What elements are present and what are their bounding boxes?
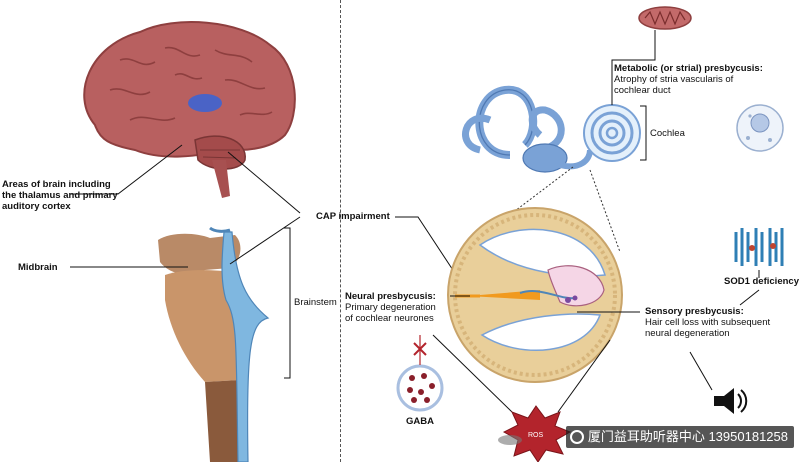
ros-label: ROS <box>528 432 544 439</box>
watermark-text: 厦门益耳助听器中心 13950181258 <box>587 429 788 444</box>
metabolic-desc-line-1: Atrophy of stria vascularis of <box>614 74 734 85</box>
cochlea-label: Cochlea <box>650 128 685 139</box>
neural-desc-line-2: of cochlear neurones <box>345 313 434 324</box>
brainstem-icon <box>158 226 270 462</box>
inner-ear-icon <box>462 85 641 173</box>
cap-impairment-label: CAP impairment <box>316 211 390 222</box>
ros-burst-icon <box>498 405 572 462</box>
gaba-vesicle-icon <box>396 364 444 412</box>
watermark-logo-icon <box>569 430 584 444</box>
cell-icon <box>736 104 784 152</box>
speaker-icon <box>714 388 748 414</box>
watermark: 厦门益耳助听器中心 13950181258 <box>565 426 794 448</box>
brain-areas-label: Areas of brain including the thalamus an… <box>2 179 118 212</box>
brain-areas-line-3: auditory cortex <box>2 201 71 212</box>
neural-title: Neural presbycusis: <box>345 291 436 302</box>
neural-presbycusis-label: Neural presbycusis: Primary degeneration… <box>345 291 436 324</box>
panel-divider <box>340 0 341 462</box>
metabolic-desc-line-2: cochlear duct <box>614 85 671 96</box>
sensory-title: Sensory presbycusis: <box>645 306 744 317</box>
brain-areas-line-2: the thalamus and primary <box>2 190 118 201</box>
inhibition-x-icon <box>413 342 427 356</box>
brain-icon <box>83 21 296 198</box>
sensory-desc-line-2: neural degeneration <box>645 328 730 339</box>
cochlea-cross-section-icon <box>447 207 623 383</box>
midbrain-label: Midbrain <box>18 262 58 273</box>
sod1-protein-icon <box>732 226 786 268</box>
metabolic-presbycusis-label: Metabolic (or strial) presbycusis: Atrop… <box>614 63 763 96</box>
brainstem-label: Brainstem <box>294 297 337 308</box>
neural-desc-line-1: Primary degeneration <box>345 302 436 313</box>
gaba-label: GABA <box>406 416 434 427</box>
mitochondrion-icon <box>638 6 692 30</box>
sensory-presbycusis-label: Sensory presbycusis: Hair cell loss with… <box>645 306 770 339</box>
sod1-deficiency-label: SOD1 deficiency <box>724 276 799 287</box>
metabolic-title: Metabolic (or strial) presbycusis: <box>614 63 763 74</box>
brain-areas-line-1: Areas of brain including <box>2 179 111 190</box>
sensory-desc-line-1: Hair cell loss with subsequent <box>645 317 771 328</box>
